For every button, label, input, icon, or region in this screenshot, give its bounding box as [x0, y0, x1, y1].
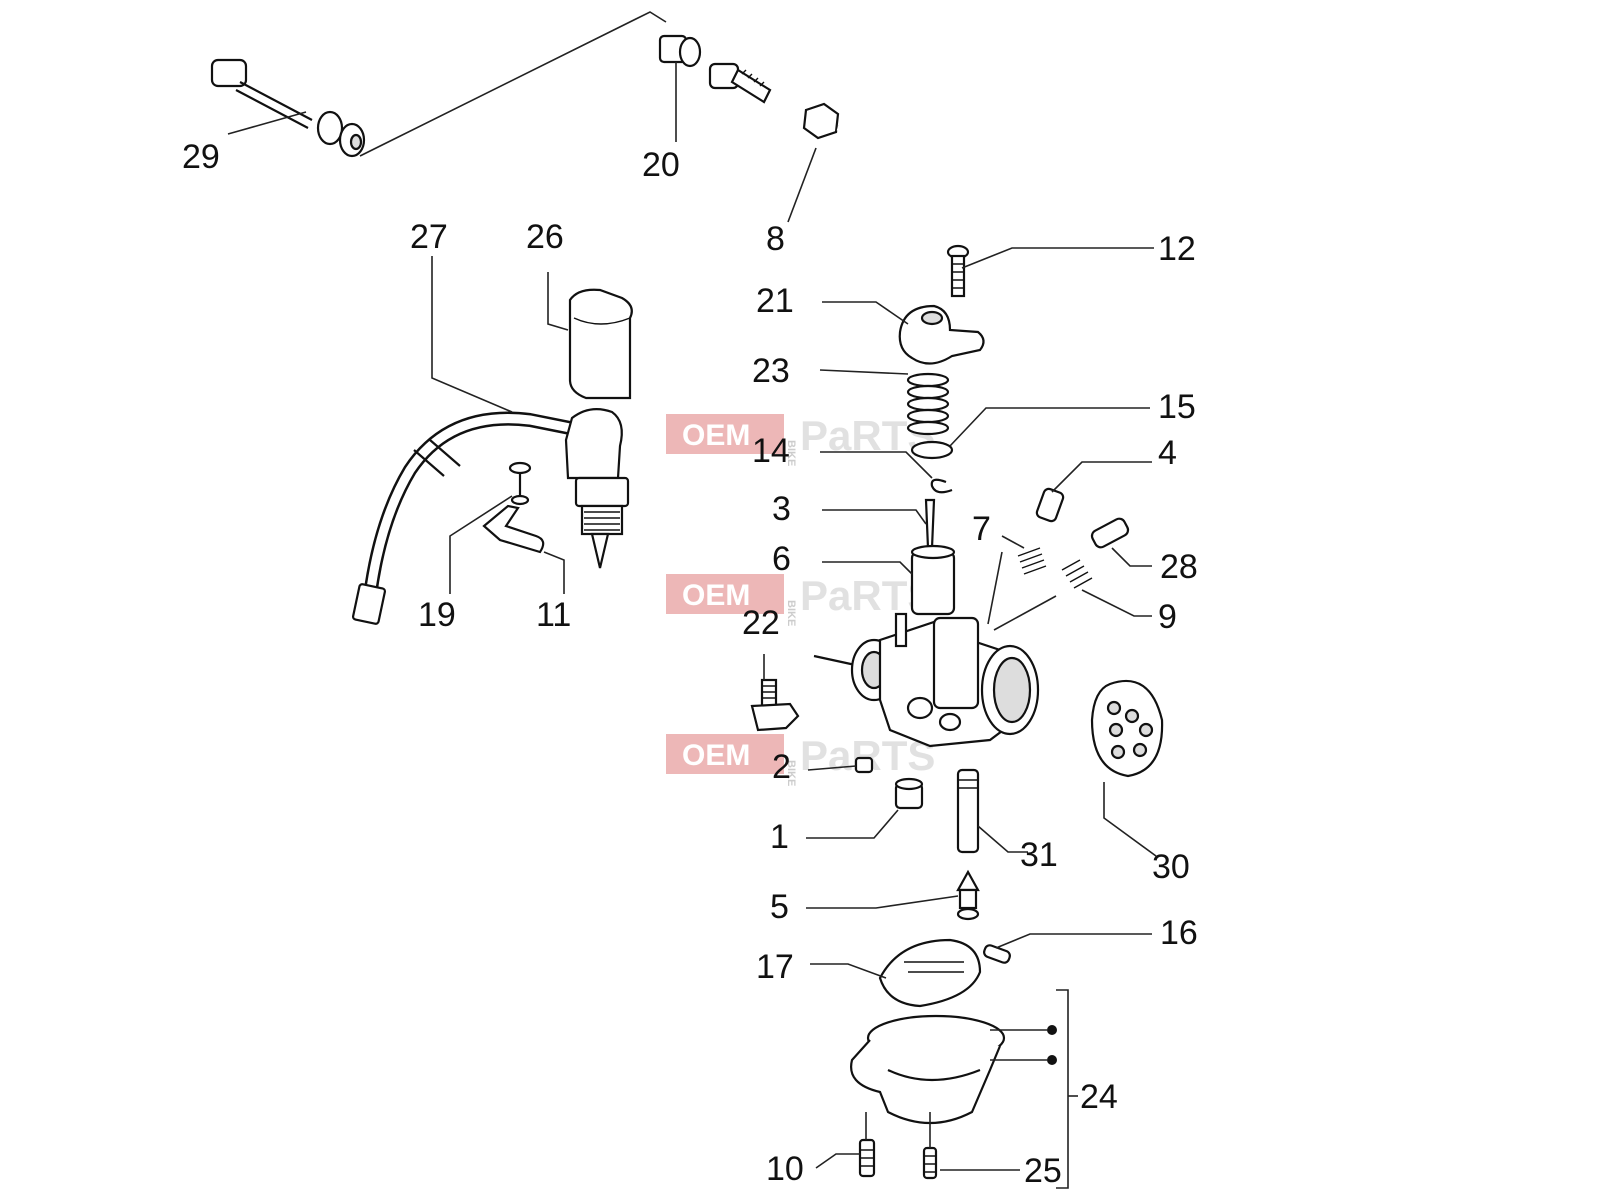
watermark-brand-left: OEM — [682, 739, 750, 772]
callout-2: 2 — [772, 748, 791, 786]
callout-31: 31 — [1020, 836, 1058, 874]
watermark-small: BIKE — [785, 440, 797, 466]
part-1-jet-holder — [894, 777, 924, 810]
callout-7: 7 — [972, 510, 991, 548]
callout-25: 25 — [1024, 1152, 1062, 1190]
callout-8: 8 — [766, 220, 785, 258]
callout-12: 12 — [1158, 230, 1196, 268]
callout-4: 4 — [1158, 434, 1177, 472]
callout-27: 27 — [410, 218, 448, 256]
part-10-screw — [858, 1138, 876, 1178]
callout-24: 24 — [1080, 1078, 1118, 1116]
part-7-spring — [1017, 547, 1047, 575]
part-23-spring — [906, 372, 950, 436]
part-2-jet — [854, 756, 874, 774]
part-25-screw — [922, 1146, 938, 1180]
callout-28: 28 — [1160, 548, 1198, 586]
callout-10: 10 — [766, 1150, 804, 1188]
callout-20: 20 — [642, 146, 680, 184]
callout-26: 26 — [526, 218, 564, 256]
part-8-fuel-pipe — [802, 102, 935, 306]
callout-11: 11 — [536, 596, 571, 634]
watermark: OEM BIKE PaRTS OEM BIKE PaRTS OEM BIKE P… — [666, 412, 935, 786]
watermark-row-3: OEM BIKE PaRTS — [666, 732, 935, 786]
callout-22: 22 — [742, 604, 780, 642]
watermark-small: BIKE — [785, 760, 797, 786]
part-12-screw — [946, 244, 970, 298]
part-26-cap — [568, 288, 633, 400]
callout-17: 17 — [756, 948, 794, 986]
callout-23: 23 — [752, 352, 790, 390]
part-30-filter-plate — [1090, 679, 1164, 778]
callout-29: 29 — [182, 138, 220, 176]
part-17-float — [878, 938, 982, 1008]
leader-lines — [227, 11, 1157, 1189]
callout-30: 30 — [1152, 848, 1190, 886]
callout-1: 1 — [770, 818, 789, 856]
callout-15: 15 — [1158, 388, 1196, 426]
watermark-small: BIKE — [785, 600, 797, 626]
part-4-screw — [1035, 487, 1065, 523]
part-5-float-needle — [956, 869, 980, 921]
callout-9: 9 — [1158, 598, 1177, 636]
part-19-screw — [508, 461, 532, 506]
part-11-bracket — [482, 504, 545, 554]
watermark-row-1: OEM BIKE PaRTS — [666, 412, 935, 466]
part-28-screw — [1090, 517, 1130, 549]
part-15-washer — [910, 440, 954, 460]
part-9-spring — [1061, 559, 1093, 589]
callout-14: 14 — [752, 432, 790, 470]
part-16-pin — [983, 944, 1011, 964]
callout-19: 19 — [418, 596, 456, 634]
callout-5: 5 — [770, 888, 789, 926]
watermark-brand-left: OEM — [682, 579, 750, 612]
part-31-emulsion-tube — [956, 768, 980, 854]
part-21-top-cover — [898, 304, 985, 365]
part-22-carburetor-body — [813, 612, 1040, 748]
callout-21: 21 — [756, 282, 794, 320]
part-22-side-screw — [750, 678, 800, 732]
callout-16: 16 — [1160, 914, 1198, 952]
callout-6: 6 — [772, 540, 791, 578]
watermark-brand-left: OEM — [682, 419, 750, 452]
part-20-fitting — [658, 34, 772, 104]
callout-3: 3 — [772, 490, 791, 528]
part-6-slide — [910, 544, 956, 616]
part-27-starter-cable — [351, 407, 630, 625]
part-29-cable-adjuster — [210, 58, 366, 158]
callout-labels: 29 20 8 27 26 12 21 23 15 14 4 3 7 28 6 … — [182, 138, 1198, 1190]
part-24-float-bowl — [850, 1014, 1057, 1125]
part-14-clip — [930, 478, 953, 494]
